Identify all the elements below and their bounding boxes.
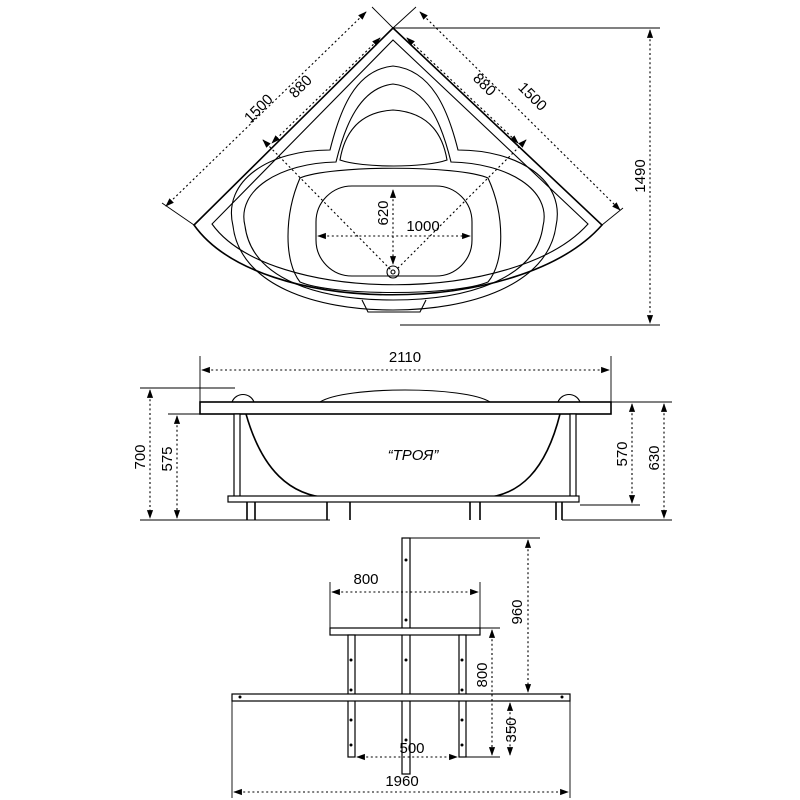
dim-cross-length: 800	[353, 571, 378, 588]
dim-leg-spacing: 800	[474, 662, 491, 687]
headrest	[339, 109, 448, 167]
dim-total-height-right: 630	[646, 445, 663, 470]
side-view: 2110 “ТРОЯ” 700 575	[132, 349, 672, 521]
dim-side-left: 1500	[241, 91, 277, 127]
drain-icon	[386, 265, 400, 279]
dim-inner-width: 500	[399, 740, 424, 757]
front-grip	[361, 299, 427, 313]
dim-overall-length: 960	[509, 599, 526, 624]
frame-spine	[401, 537, 411, 775]
dim-inner-left: 880	[286, 72, 316, 102]
bowl-inner	[315, 185, 473, 277]
dim-leg-height: 575	[159, 446, 176, 471]
dim-rim-height-right: 570	[614, 441, 631, 466]
top-view: 1500 880 880 1500 620 1000 1490	[161, 6, 660, 326]
tub-rim-line	[211, 39, 589, 286]
dim-offset: 350	[503, 717, 520, 742]
frame-bottom-bar	[231, 693, 571, 702]
frame-studs	[238, 558, 564, 747]
dim-bar-width: 1960	[385, 773, 418, 790]
frame-view: 800 960 800 350 500 1960	[231, 537, 571, 798]
dim-height: 1490	[632, 159, 649, 192]
tub-rim-side	[199, 401, 612, 415]
frame-crossbar	[329, 627, 481, 636]
dim-side-right: 1500	[514, 79, 550, 115]
frame-leg-left	[233, 413, 241, 499]
dim-total-height: 700	[132, 444, 149, 469]
rim-bumps	[231, 389, 581, 403]
drain-center	[390, 269, 396, 275]
dim-inner-right: 880	[469, 70, 499, 100]
model-name: “ТРОЯ”	[388, 447, 440, 464]
dim-bowl-depth: 620	[375, 200, 392, 225]
tub-outline-top	[192, 26, 604, 296]
seat-contour-inner	[243, 83, 545, 301]
dim-length: 2110	[389, 349, 421, 366]
frame-base	[227, 495, 580, 503]
frame-leg-right	[569, 413, 577, 499]
dim-bowl-width: 1000	[406, 218, 439, 235]
frame-feet	[246, 502, 563, 520]
